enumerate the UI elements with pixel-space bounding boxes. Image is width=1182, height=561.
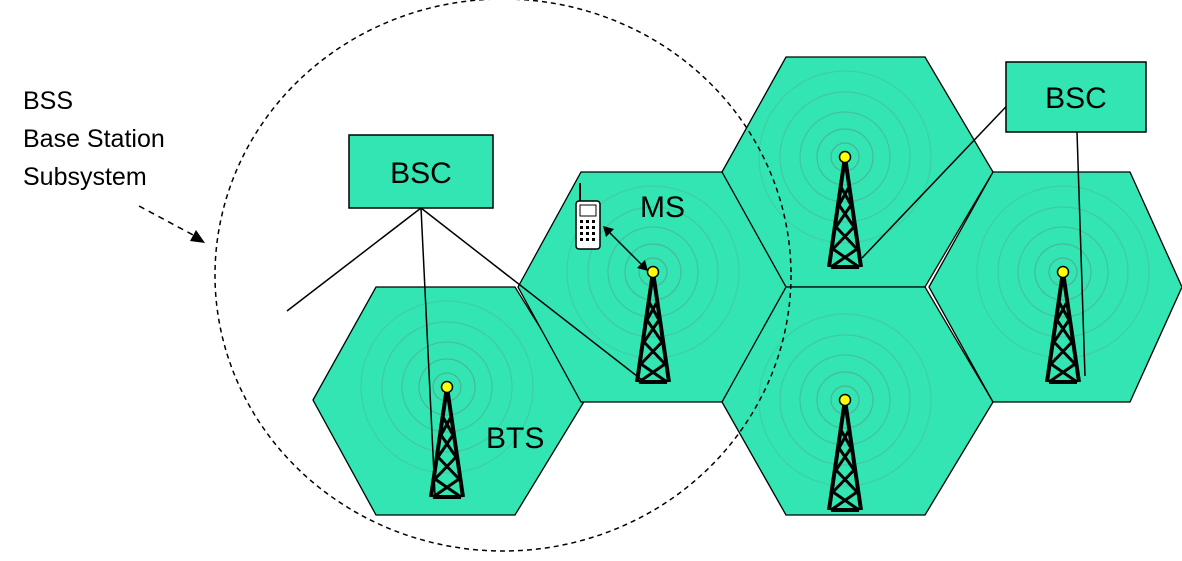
bts-label: BTS	[486, 422, 544, 455]
bss-label-line2: Base Station	[23, 125, 165, 153]
bss-label-line3: Subsystem	[23, 163, 147, 191]
bsc-box-left: BSC	[348, 134, 494, 209]
bss-pointer-arrow-icon	[138, 205, 205, 243]
bss-label: BSS Base Station Subsystem	[23, 87, 165, 191]
ms-label: MS	[640, 191, 685, 224]
mobile-phone-icon	[575, 183, 601, 250]
bsc-links-left	[286, 207, 643, 496]
bss-boundary-circle	[214, 0, 792, 552]
cell-far-right	[928, 171, 1182, 403]
ms-bts-link-arrow	[603, 226, 648, 271]
bsc-label-right: BSC	[1045, 82, 1107, 115]
bss-label-line1: BSS	[23, 87, 73, 115]
bsc-links-right	[861, 91, 1086, 377]
bsc-label-left: BSC	[390, 157, 452, 190]
bsc-box-right: BSC	[1005, 61, 1147, 133]
